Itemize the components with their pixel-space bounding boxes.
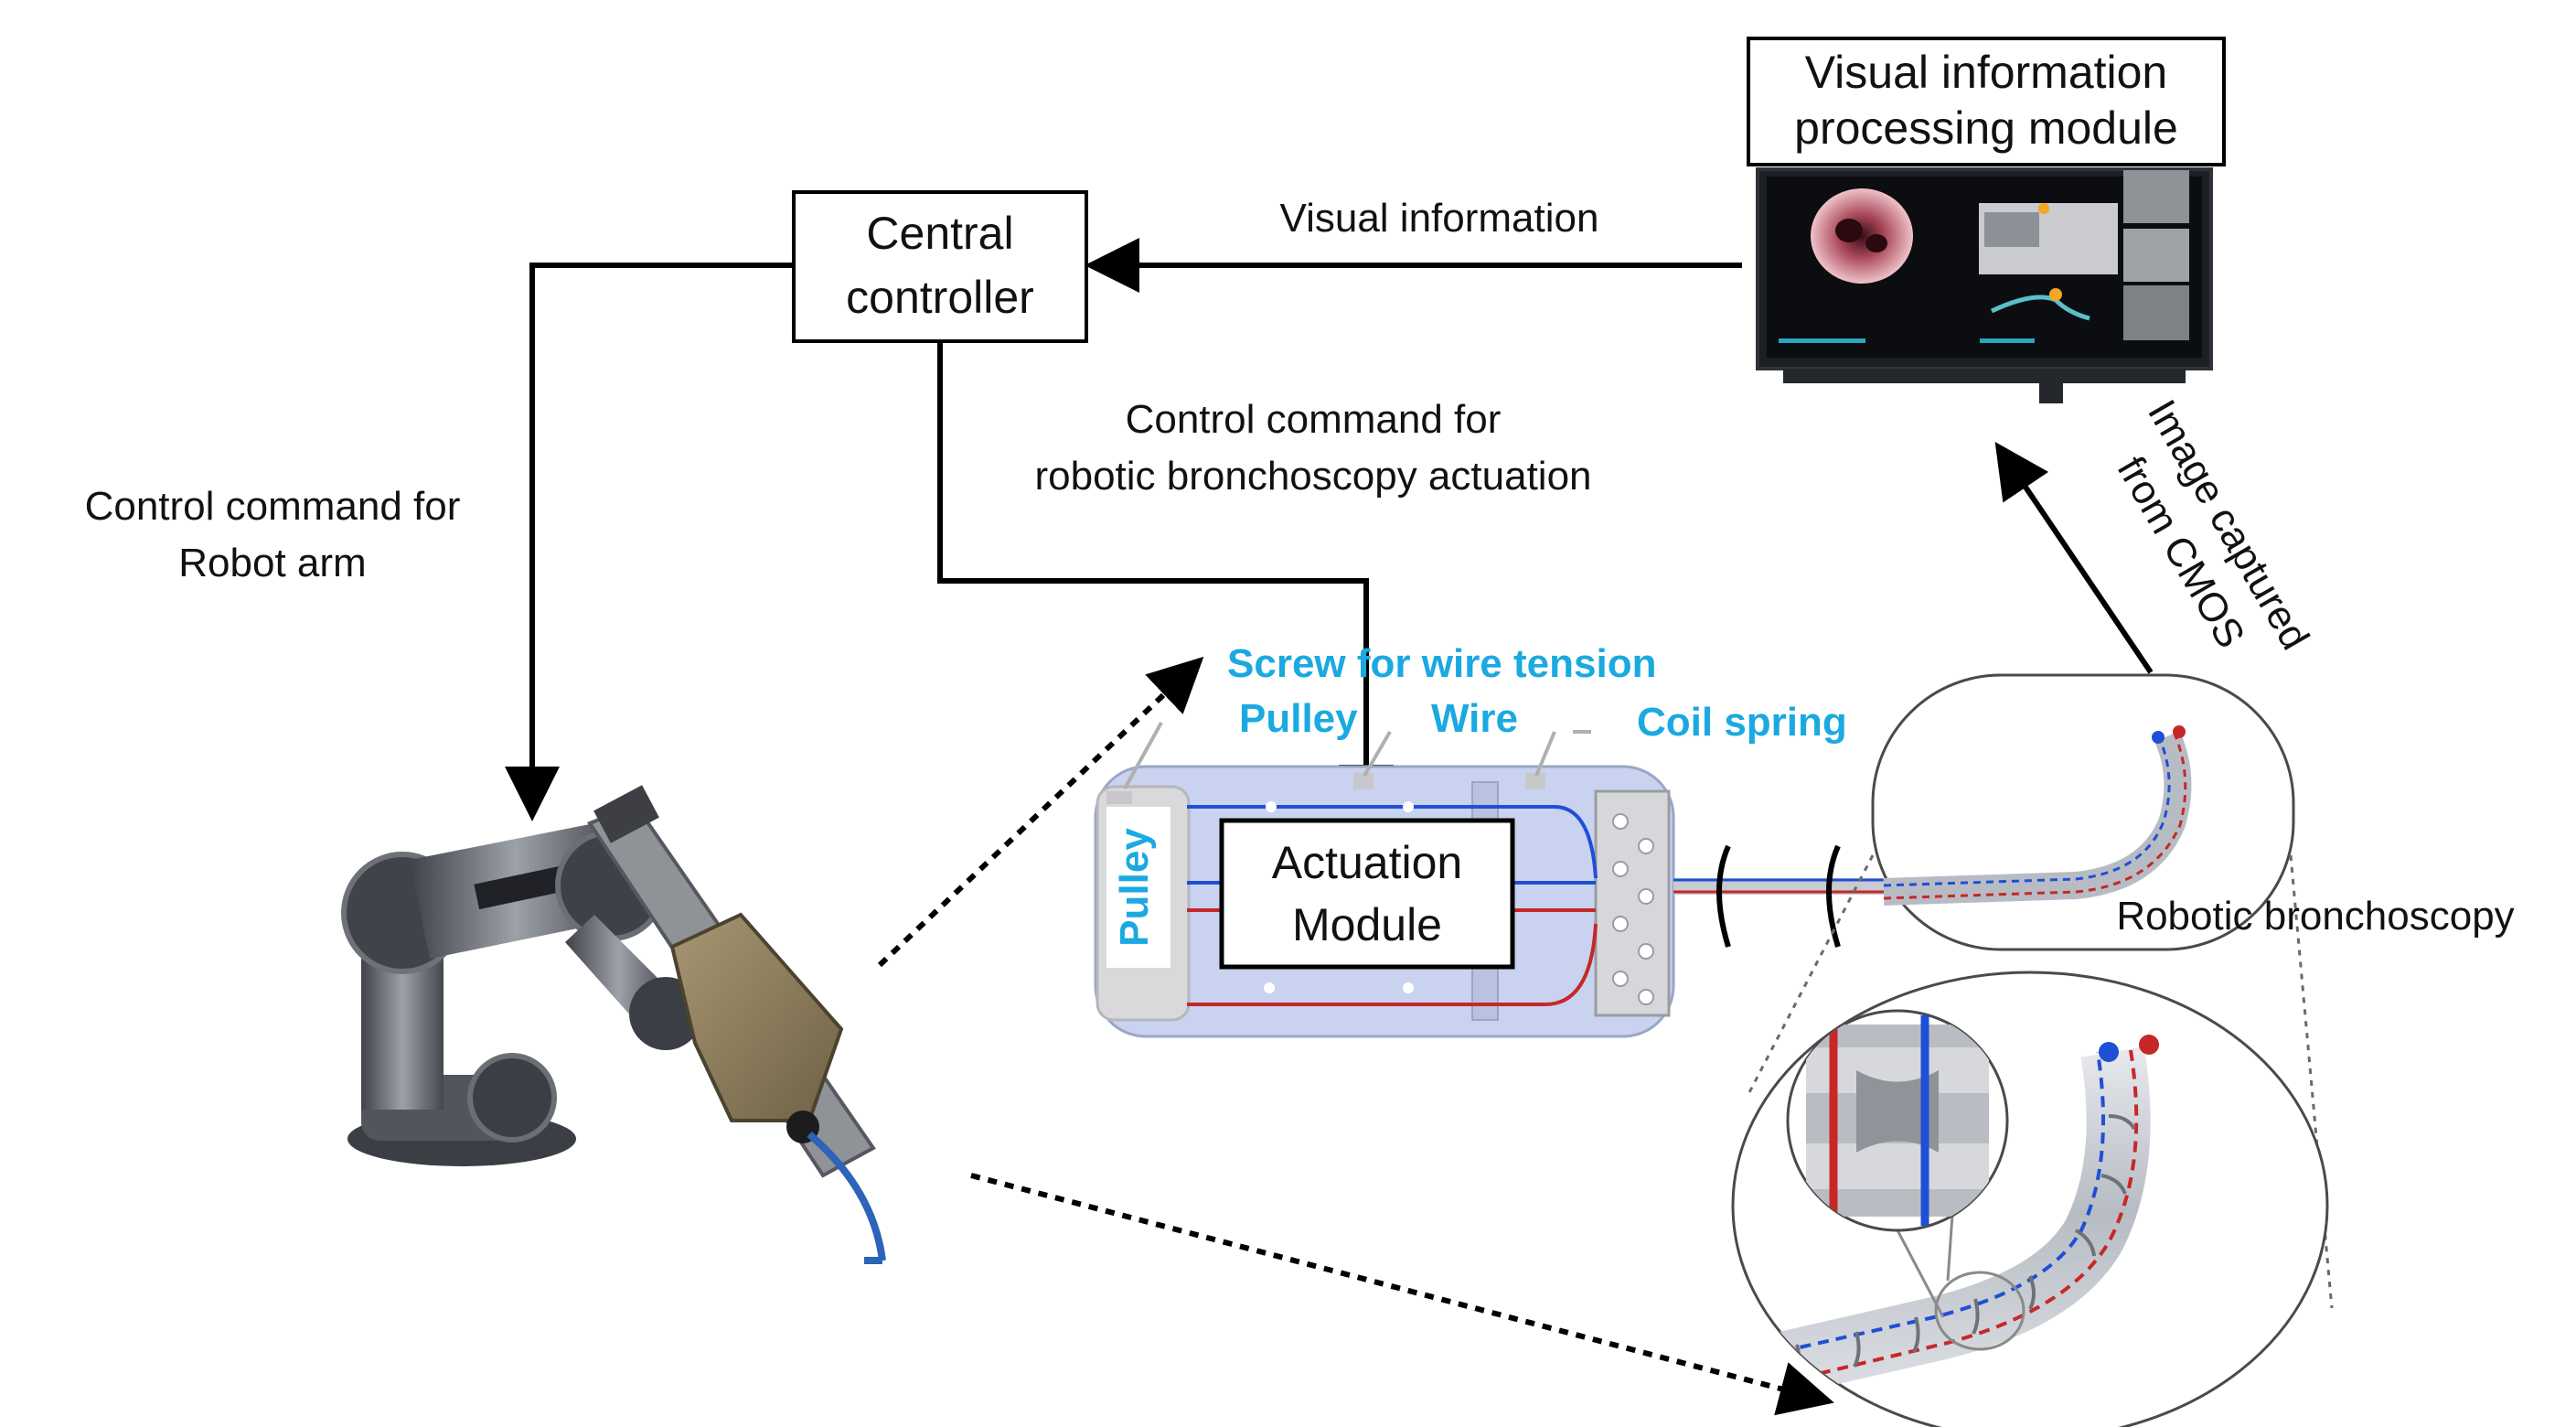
control-robot-arm-label-line2: Robot arm [178,541,366,585]
pulley-side-label: Pulley [1112,828,1157,947]
visual-module-label-line1: Visual information [1805,47,2168,98]
control-actuation-label-line1: Control command for [1126,397,1502,442]
actuation-module-label-line2: Module [1292,899,1442,950]
ct-view-2 [2123,170,2189,223]
central-controller-box: Central controller [792,190,1088,343]
dotted-arrow-to-tip [970,1173,1834,1416]
ct-view-3 [2123,229,2189,282]
wire-label: Wire [1431,696,1518,741]
arrow-control-actuation [937,343,1394,820]
monitor-screen [1756,167,2213,403]
image-captured-label: Image captured from CMOS [2109,392,2318,657]
dotted-arrow-to-actuation [877,656,1204,968]
zoom-guide-lines [1745,854,2334,1309]
ct-view-4 [2123,285,2189,340]
central-controller-label-line2: controller [846,272,1034,323]
actuation-module-label-line1: Actuation [1272,837,1462,888]
visual-module-label-line2: processing module [1794,102,2178,154]
control-actuation-label-line2: robotic bronchoscopy actuation [1034,454,1591,499]
robot-arm [341,785,886,1264]
central-controller-label-line1: Central [866,208,1013,259]
endoscope-view [1811,188,1913,284]
visual-processing-module-box: Visual information processing module [1747,37,2226,166]
robotic-bronchoscopy-label: Robotic bronchoscopy [2116,894,2514,939]
arrow-image-captured [1994,442,2154,674]
arrow-control-robot-arm [505,263,792,821]
control-robot-arm-label-line1: Control command for [85,484,461,529]
vertebra-detail-inset [1786,1009,2009,1318]
connectors [505,238,2154,1416]
coil-spring-clamp [1594,789,1671,1017]
pulley-side-panel [1106,807,1170,968]
coil-spring-label: Coil spring [1637,700,1847,745]
pulley-top-label: Pulley [1239,696,1358,741]
screw-label: Screw for wire tension [1227,641,1656,686]
visual-information-label: Visual information [1280,196,1599,241]
bronchoscope-upper-view [1871,673,2295,951]
actuation-module-box: Actuation Module [1219,818,1515,970]
